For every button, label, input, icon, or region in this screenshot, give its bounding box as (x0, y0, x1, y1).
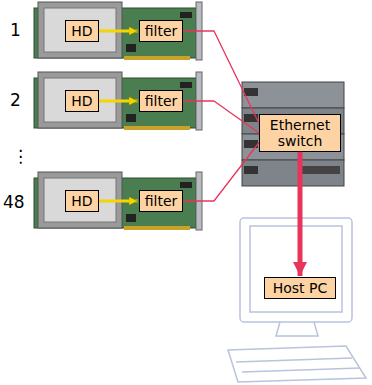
data-arrow (99, 200, 138, 203)
network-cable (183, 31, 259, 124)
card-number: 2 (10, 90, 21, 110)
disk-box: HD (65, 20, 98, 42)
gold-fingers (124, 126, 190, 130)
card-number: 48 (3, 192, 25, 212)
node-text: filter (145, 23, 178, 39)
host-box: Host PC (264, 277, 336, 299)
filter-box: filter (139, 190, 184, 212)
node-text: Ethernet switch (265, 117, 335, 149)
screen (250, 226, 342, 312)
switch-unit (242, 82, 344, 108)
filter-box: filter (139, 20, 184, 42)
chip (126, 44, 136, 52)
filter-box: filter (139, 90, 184, 112)
chip (180, 12, 192, 18)
chip (180, 182, 192, 188)
keyboard (228, 346, 366, 382)
ellipsis-mark: ⋮ (12, 146, 29, 166)
chip (126, 214, 136, 222)
card-number: 1 (10, 20, 21, 40)
disk-card (34, 172, 202, 230)
switch-box: Ethernet switch (259, 114, 341, 152)
circuit-board (34, 78, 196, 128)
port-row (300, 166, 340, 174)
gold-fingers (124, 56, 190, 60)
node-text: Host PC (270, 280, 330, 296)
node-text: HD (71, 93, 92, 109)
uplink-arrow (298, 152, 303, 276)
computer-drawing (228, 218, 366, 382)
port (244, 88, 258, 96)
disk-box: HD (65, 190, 98, 212)
network-cable (183, 143, 259, 202)
node-text: HD (71, 193, 92, 209)
disk-box: HD (65, 90, 98, 112)
switch-stack (242, 82, 344, 186)
switch-unit (242, 160, 344, 186)
circuit-board (34, 8, 196, 58)
disk-card (34, 72, 202, 130)
monitor-stand (276, 322, 318, 336)
data-arrow (99, 100, 138, 103)
data-arrow (99, 30, 138, 33)
gold-fingers (124, 226, 190, 230)
port (244, 166, 258, 174)
node-text: filter (145, 93, 178, 109)
key-rows (236, 358, 360, 372)
node-text: filter (145, 193, 178, 209)
chip (180, 82, 192, 88)
node-text: HD (71, 23, 92, 39)
disk-card (34, 2, 202, 60)
circuit-board (34, 178, 196, 228)
network-cable (183, 101, 259, 133)
chip (126, 114, 136, 122)
monitor (240, 218, 352, 322)
